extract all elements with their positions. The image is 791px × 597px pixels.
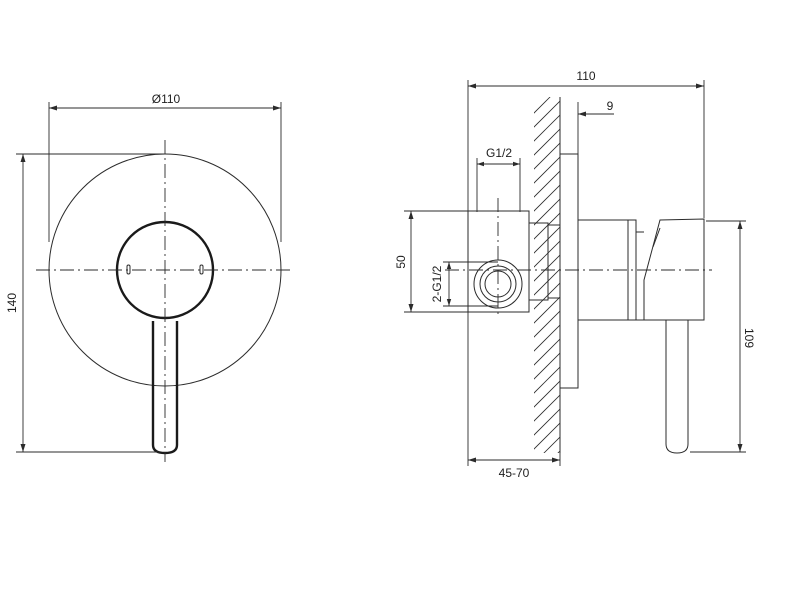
side-lever — [665, 320, 689, 454]
inlet-dimension: G1/2 — [476, 146, 521, 212]
body-height-label: 50 — [394, 255, 408, 269]
diameter-label: Ø110 — [152, 92, 181, 106]
total-depth-dimension: 110 — [467, 69, 705, 466]
plate-thickness-label: 9 — [607, 99, 614, 113]
hub-hole-right — [199, 264, 204, 275]
total-depth-label: 110 — [576, 69, 595, 83]
outlet-dimension: 2-G1/2 — [430, 261, 498, 307]
wall-depth-dimension: 45-70 — [468, 453, 561, 480]
wall-depth-label: 45-70 — [499, 466, 530, 480]
hub-hole-left — [126, 264, 131, 275]
outlet-label: 2-G1/2 — [430, 265, 444, 302]
handle-drop-label: 109 — [742, 328, 756, 348]
side-view: 110 9 G1/2 50 — [394, 69, 756, 480]
plate-thickness-dimension: 9 — [577, 99, 614, 154]
body-height-dimension: 50 — [394, 210, 468, 313]
valve-sleeve-inner — [547, 224, 561, 299]
handle-body — [578, 219, 637, 321]
height-dimension: 140 — [5, 153, 165, 453]
diameter-dimension: Ø110 — [48, 92, 282, 242]
handle-head — [643, 218, 705, 321]
wall-section — [534, 97, 560, 453]
front-view: Ø110 140 — [5, 92, 294, 462]
handle-drop-dimension: 109 — [690, 220, 756, 453]
inlet-label: G1/2 — [486, 146, 512, 160]
height-label: 140 — [5, 293, 19, 313]
cover-plate-side — [559, 153, 579, 389]
